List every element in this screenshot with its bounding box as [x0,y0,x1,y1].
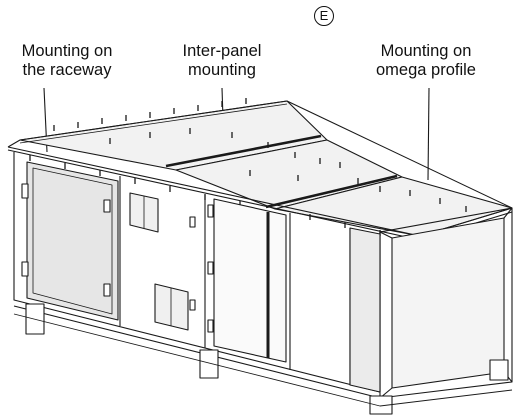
section-marker-e: E [314,6,334,26]
base-feet [25,303,509,415]
callout-inter-panel-line2: mounting [188,61,256,79]
middle-panel [213,198,287,363]
callout-omega-profile-mounting: Mounting on omega profile [362,42,490,80]
door-hinge-top [21,183,29,199]
callout-inter-panel-line1: Inter-panel [182,42,262,60]
door-hinge-bottom [21,261,29,277]
roof-outline [7,100,513,237]
foot-2 [199,349,219,379]
access-door-left [26,161,119,321]
panel-latch-1 [189,216,196,228]
callout-raceway-line1: Mounting on [21,42,113,60]
front-face-bottom-rail [13,305,381,399]
inter-panel-joint-2 [265,174,398,209]
foot-4 [489,359,509,381]
side-panel [349,227,381,393]
base-rail [13,313,513,407]
panel-latch-2 [189,299,196,311]
callout-raceway-mounting: Mounting on the raceway [6,42,128,80]
raceway-rail-back [19,103,288,144]
foot-3 [369,395,393,415]
inter-panel-joint-1 [165,134,322,168]
open-end-interior [391,217,505,389]
door-handle-top [103,199,111,213]
callout-inter-panel-mounting: Inter-panel mounting [158,42,286,80]
callout-omega-line1: Mounting on [380,42,472,60]
callout-omega-line2: omega profile [376,61,476,79]
roof-fasteners [29,98,467,236]
inspection-window-bottom [154,283,189,331]
callout-raceway-line2: the raceway [22,61,112,79]
leader-line-omega [427,87,430,181]
door-handle-bottom [103,283,111,297]
